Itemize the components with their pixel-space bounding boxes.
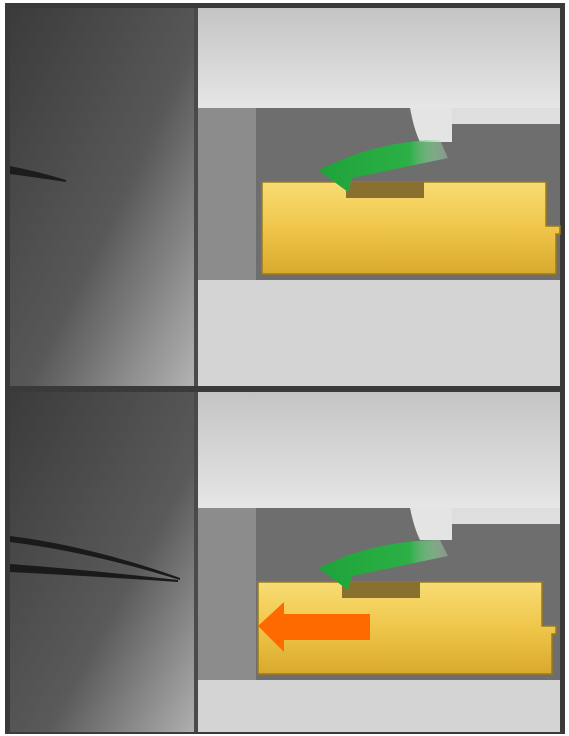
panel-separator <box>5 386 565 392</box>
top-cover-step <box>452 108 560 124</box>
top-left-region <box>10 8 196 386</box>
top-pillar <box>198 108 256 280</box>
bottom-cover-step <box>452 508 560 524</box>
bottom-panel <box>10 392 560 732</box>
bottom-lower-band <box>198 680 560 732</box>
bottom-upper-band <box>198 392 560 508</box>
bottom-slider-notch <box>342 582 420 598</box>
top-upper-band <box>198 8 560 108</box>
bottom-pillar <box>198 508 256 680</box>
top-vertical-divider <box>194 8 198 386</box>
top-panel <box>10 8 560 386</box>
bottom-vertical-divider <box>194 392 198 732</box>
bottom-left-region <box>10 392 196 732</box>
top-lower-band <box>198 280 560 386</box>
top-slider-notch <box>346 182 424 198</box>
